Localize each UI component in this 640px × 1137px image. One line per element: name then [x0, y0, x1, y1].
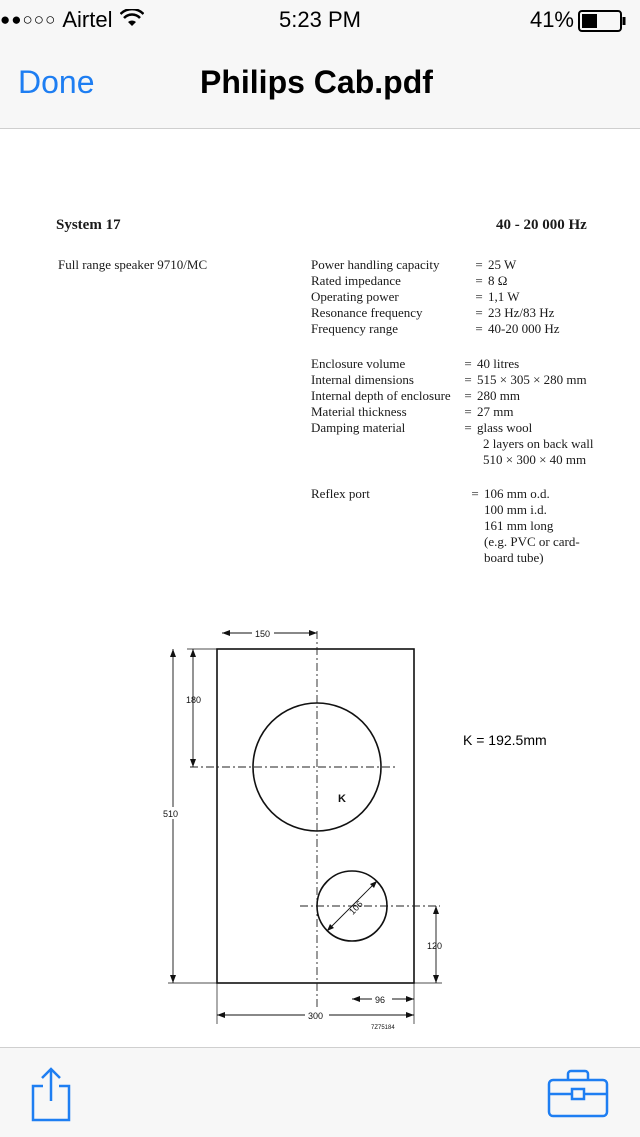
- spec-value: 1,1 W: [488, 289, 520, 304]
- speaker-model: Full range speaker 9710/MC: [58, 257, 208, 272]
- status-time: 5:23 PM: [279, 7, 361, 32]
- front-panel-outline: [216, 648, 415, 984]
- wifi-icon: [120, 7, 145, 33]
- spec-value: 40-20 000 Hz: [488, 321, 560, 336]
- k-dimension-note: K = 192.5mm: [463, 732, 547, 748]
- dim-180-label: 180: [186, 695, 201, 705]
- enclosure-drawing: 106 150 180 510 120 96: [162, 627, 442, 1031]
- spec-value: 510 × 300 × 40 mm: [483, 452, 587, 467]
- system-title: System 17: [56, 217, 121, 233]
- spec-label: Material thickness: [311, 404, 407, 419]
- share-button[interactable]: [28, 1066, 74, 1127]
- spec-label: Enclosure volume: [311, 356, 406, 371]
- spec-value: (e.g. PVC or card-: [484, 534, 580, 549]
- enclosure-spec-values: =40 litres =515 × 305 × 280 mm =280 mm =…: [464, 356, 594, 467]
- frequency-range-heading: 40 - 20 000 Hz: [496, 217, 587, 233]
- spec-value: 2 layers on back wall: [483, 436, 594, 451]
- spec-value: glass wool: [477, 420, 533, 435]
- nav-bar: Done Philips Cab.pdf: [0, 40, 640, 129]
- enclosure-spec-labels: Enclosure volume Internal dimensions Int…: [311, 356, 451, 436]
- carrier-info: ●●○○○ Airtel: [0, 7, 145, 33]
- spec-value: board tube): [484, 550, 544, 565]
- bottom-toolbar: [0, 1047, 640, 1137]
- share-icon: [31, 1067, 71, 1122]
- done-button[interactable]: Done: [18, 64, 95, 100]
- spec-value: 100 mm i.d.: [484, 502, 547, 517]
- spec-label: Frequency range: [311, 321, 398, 336]
- spec-label: Internal dimensions: [311, 372, 414, 387]
- spec-label: Resonance frequency: [311, 305, 423, 320]
- dim-510-label: 510: [163, 809, 178, 819]
- battery-icon: [578, 10, 626, 38]
- dim-120-label: 120: [427, 941, 442, 951]
- spec-label: Power handling capacity: [311, 257, 440, 272]
- battery-percent: 41%: [529, 7, 574, 32]
- tools-button[interactable]: [546, 1068, 610, 1123]
- spec-label: Rated impedance: [311, 273, 401, 288]
- driver-spec-values: =25 W =8 Ω =1,1 W =23 Hz/83 Hz =40-20 00…: [475, 257, 560, 336]
- spec-label: Damping material: [311, 420, 406, 435]
- toolbox-icon: [547, 1069, 609, 1118]
- spec-value: 25 W: [488, 257, 517, 272]
- dim-300-label: 300: [308, 1011, 323, 1021]
- k-label: K: [338, 793, 346, 805]
- spec-value: 280 mm: [477, 388, 520, 403]
- spec-value: 8 Ω: [488, 273, 508, 288]
- pdf-page[interactable]: System 17 40 - 20 000 Hz Full range spea…: [0, 129, 640, 1047]
- reflex-spec-values: =106 mm o.d. 100 mm i.d. 161 mm long (e.…: [471, 486, 580, 565]
- spec-value: 40 litres: [477, 356, 520, 371]
- document-title: Philips Cab.pdf: [200, 64, 433, 100]
- port-cutout: [316, 870, 388, 942]
- driver-spec-labels: Power handling capacity Rated impedance …: [311, 257, 440, 337]
- status-bar: ●●○○○ Airtel 5:23 PM 41%: [0, 0, 640, 40]
- reflex-spec-labels: Reflex port: [311, 486, 370, 502]
- spec-value: 23 Hz/83 Hz: [488, 305, 555, 320]
- dim-96-label: 96: [375, 995, 385, 1005]
- dim-150-label: 150: [255, 629, 270, 639]
- carrier-name: Airtel: [62, 7, 113, 32]
- spec-value: 27 mm: [477, 404, 514, 419]
- signal-strength: ●●○○○: [0, 10, 57, 29]
- dim-106-label: 106: [347, 899, 365, 917]
- spec-value: 106 mm o.d.: [484, 486, 550, 501]
- drawing-code: 7Z75184: [371, 1025, 395, 1031]
- spec-value: 161 mm long: [484, 518, 554, 533]
- spec-label: Operating power: [311, 289, 399, 304]
- spec-label: Reflex port: [311, 486, 370, 501]
- spec-value: 515 × 305 × 280 mm: [477, 372, 587, 387]
- driver-cutout: [252, 702, 382, 832]
- spec-label: Internal depth of enclosure: [311, 388, 451, 403]
